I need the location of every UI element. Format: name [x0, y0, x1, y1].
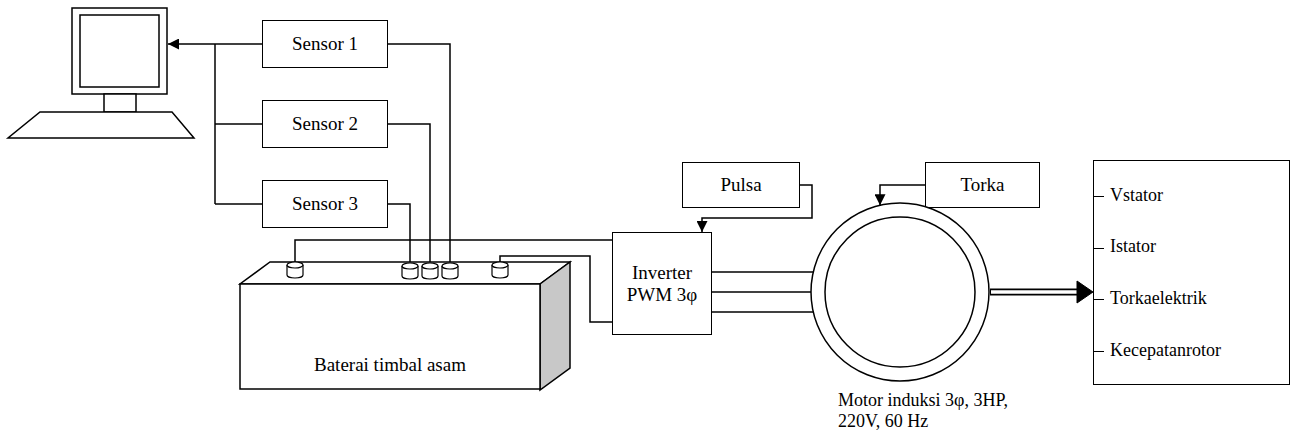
computer-icon	[8, 8, 194, 138]
wire-path	[388, 204, 410, 264]
stator-ring	[811, 203, 989, 381]
bus-wire	[215, 203, 262, 205]
terminal	[422, 263, 438, 279]
battery-label: Baterai timbal asam	[314, 354, 466, 376]
wire-path	[388, 44, 450, 264]
motor-label-area: Motor induksi 3φ, 3HP, 220V, 60 Hz	[838, 390, 1010, 431]
box-label: Torka	[960, 174, 1004, 196]
wire	[388, 124, 430, 264]
arrowhead	[1077, 281, 1093, 303]
terminal-top	[442, 263, 458, 269]
battery-top	[240, 262, 570, 284]
output-quantity: Kecepatanrotor	[1110, 340, 1221, 361]
output-quantity: Istator	[1110, 236, 1156, 257]
wire-path	[880, 185, 925, 205]
monitor-stand	[104, 94, 136, 112]
output-quantity: Torkaelektrik	[1110, 288, 1207, 309]
output-arrow	[990, 281, 1093, 303]
keyboard-base	[8, 112, 194, 138]
motor-outline	[810, 202, 990, 382]
sensor-box: Sensor 1	[262, 20, 388, 68]
double-line-outer	[990, 289, 1077, 296]
monitor-screen	[80, 15, 159, 87]
wire	[388, 204, 410, 264]
motor-caption: Motor induksi 3φ, 3HP, 220V, 60 Hz	[838, 390, 1010, 431]
box-label: Sensor 1	[292, 33, 358, 55]
sensor-box: Sensor 3	[262, 180, 388, 228]
battery-front	[240, 284, 540, 389]
terminal-top	[492, 262, 508, 268]
wire	[712, 272, 813, 273]
output-quantity: Vstator	[1110, 185, 1163, 206]
wire-path	[295, 240, 612, 263]
rotor-circle	[825, 217, 975, 367]
monitor-frame	[72, 8, 167, 94]
output-box: VstatorIstatorTorkaelektrikKecepatanroto…	[1093, 160, 1290, 385]
double-line-inner	[991, 290, 1078, 294]
sensor-bus	[168, 44, 262, 204]
terminal-top	[422, 263, 438, 269]
wire	[295, 240, 612, 263]
box-label: Sensor 2	[292, 113, 358, 135]
box-label: Inverter PWM 3φ	[621, 262, 703, 306]
pulse-box: Pulsa	[682, 162, 800, 208]
terminal	[402, 263, 418, 279]
battery-side	[540, 262, 570, 390]
box-label: Pulsa	[720, 174, 761, 196]
wire	[712, 312, 813, 313]
terminal-top	[402, 263, 418, 269]
wire-path	[388, 124, 430, 264]
wire-path	[712, 311, 813, 313]
data-arrow	[168, 43, 215, 45]
wire	[712, 292, 811, 293]
wire	[880, 185, 925, 205]
wire-path	[712, 271, 813, 273]
bus-wire	[215, 123, 262, 125]
terminal	[442, 263, 458, 279]
sensor-box: Sensor 2	[262, 100, 388, 148]
wire-path	[712, 291, 811, 293]
terminal	[492, 262, 508, 278]
bus-wire	[215, 43, 262, 45]
battery: Baterai timbal asam	[240, 262, 570, 390]
terminal	[287, 262, 303, 278]
induction-motor: Motor induksi 3φ, 3HP, 220V, 60 Hz	[810, 202, 990, 382]
wire	[388, 44, 450, 264]
box-label: Sensor 3	[292, 193, 358, 215]
torque-box: Torka	[925, 162, 1040, 208]
terminal-top	[287, 262, 303, 268]
battery-label-area: Baterai timbal asam	[240, 284, 540, 390]
inverter-box: Inverter PWM 3φ	[612, 232, 712, 335]
